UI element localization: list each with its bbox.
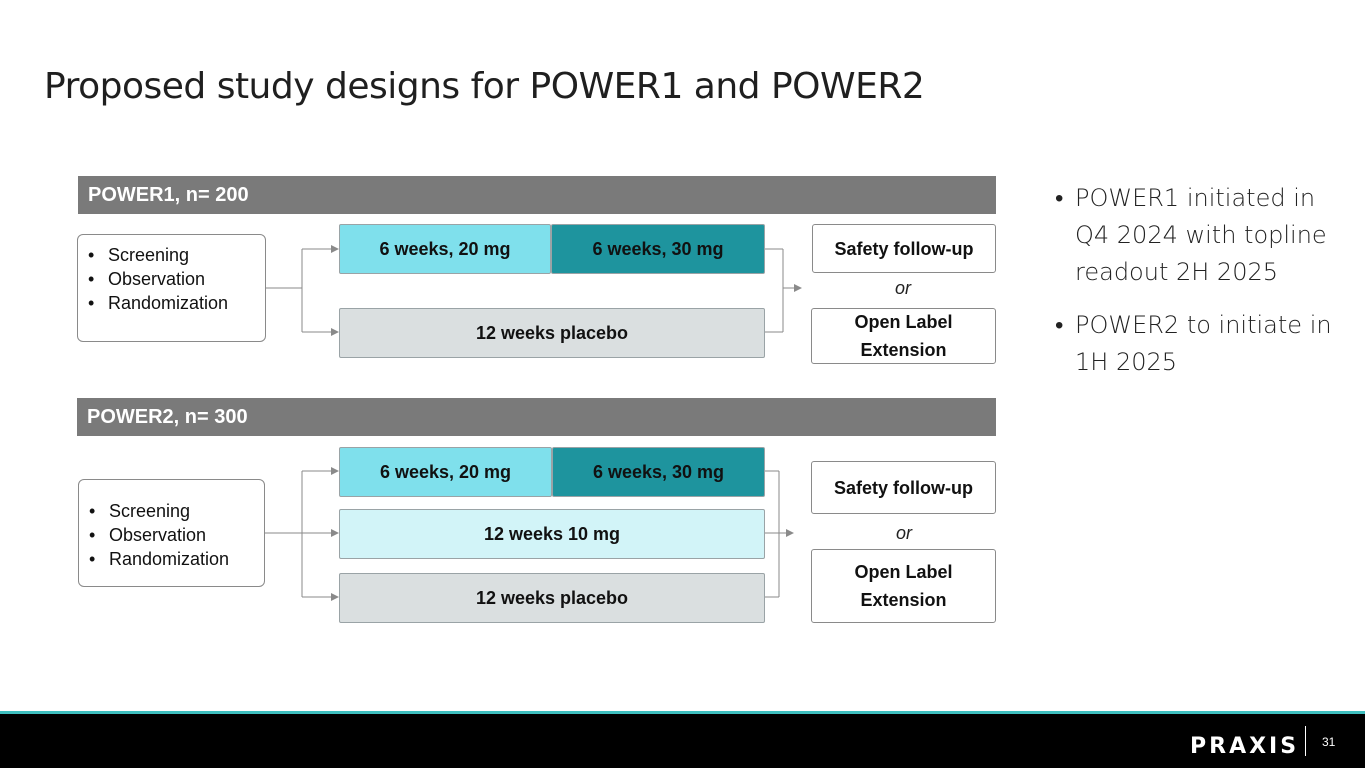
power2-safety-followup: Safety follow-up <box>811 461 996 514</box>
power1-arm-20mg: 6 weeks, 20 mg <box>339 224 551 274</box>
power1-header: POWER1, n= 200 <box>78 176 996 214</box>
list-item: •Screening <box>88 245 190 265</box>
list-item: •Randomization <box>88 293 229 313</box>
power1-open-label-extension: Open Label Extension <box>811 308 996 364</box>
page-title: Proposed study designs for POWER1 and PO… <box>44 66 925 107</box>
power1-arm-placebo: 12 weeks placebo <box>339 308 765 358</box>
footer-bar: PRAXIS 31 <box>0 711 1365 768</box>
list-item: •Screening <box>89 501 191 521</box>
flow-connectors <box>264 245 802 601</box>
bullet-item: •POWER1 initiated in Q4 2024 with toplin… <box>1055 184 1327 286</box>
power2-or-label: or <box>896 523 913 543</box>
power2-arm-10mg: 12 weeks 10 mg <box>339 509 765 559</box>
power2-screening-box: •Screening •Observation •Randomization <box>78 479 265 587</box>
bullet-item: •POWER2 to initiate in 1H 2025 <box>1055 311 1332 376</box>
logo-divider <box>1305 726 1306 756</box>
power2-open-label-extension: Open Label Extension <box>811 549 996 623</box>
list-item: •Observation <box>88 269 206 289</box>
power1-safety-followup: Safety follow-up <box>812 224 996 273</box>
list-item: •Randomization <box>89 549 230 569</box>
power1-screening-box: •Screening •Observation •Randomization <box>77 234 266 342</box>
power2-arm-30mg: 6 weeks, 30 mg <box>552 447 765 497</box>
praxis-logo: PRAXIS <box>1190 734 1300 759</box>
power2-arm-placebo: 12 weeks placebo <box>339 573 765 623</box>
power2-arm-20mg: 6 weeks, 20 mg <box>339 447 552 497</box>
power1-or-label: or <box>895 278 912 298</box>
power1-arm-30mg: 6 weeks, 30 mg <box>551 224 765 274</box>
summary-bullets: •POWER1 initiated in Q4 2024 with toplin… <box>1055 180 1345 397</box>
power2-header: POWER2, n= 300 <box>77 398 996 436</box>
page-number: 31 <box>1322 735 1336 749</box>
list-item: •Observation <box>89 525 207 545</box>
